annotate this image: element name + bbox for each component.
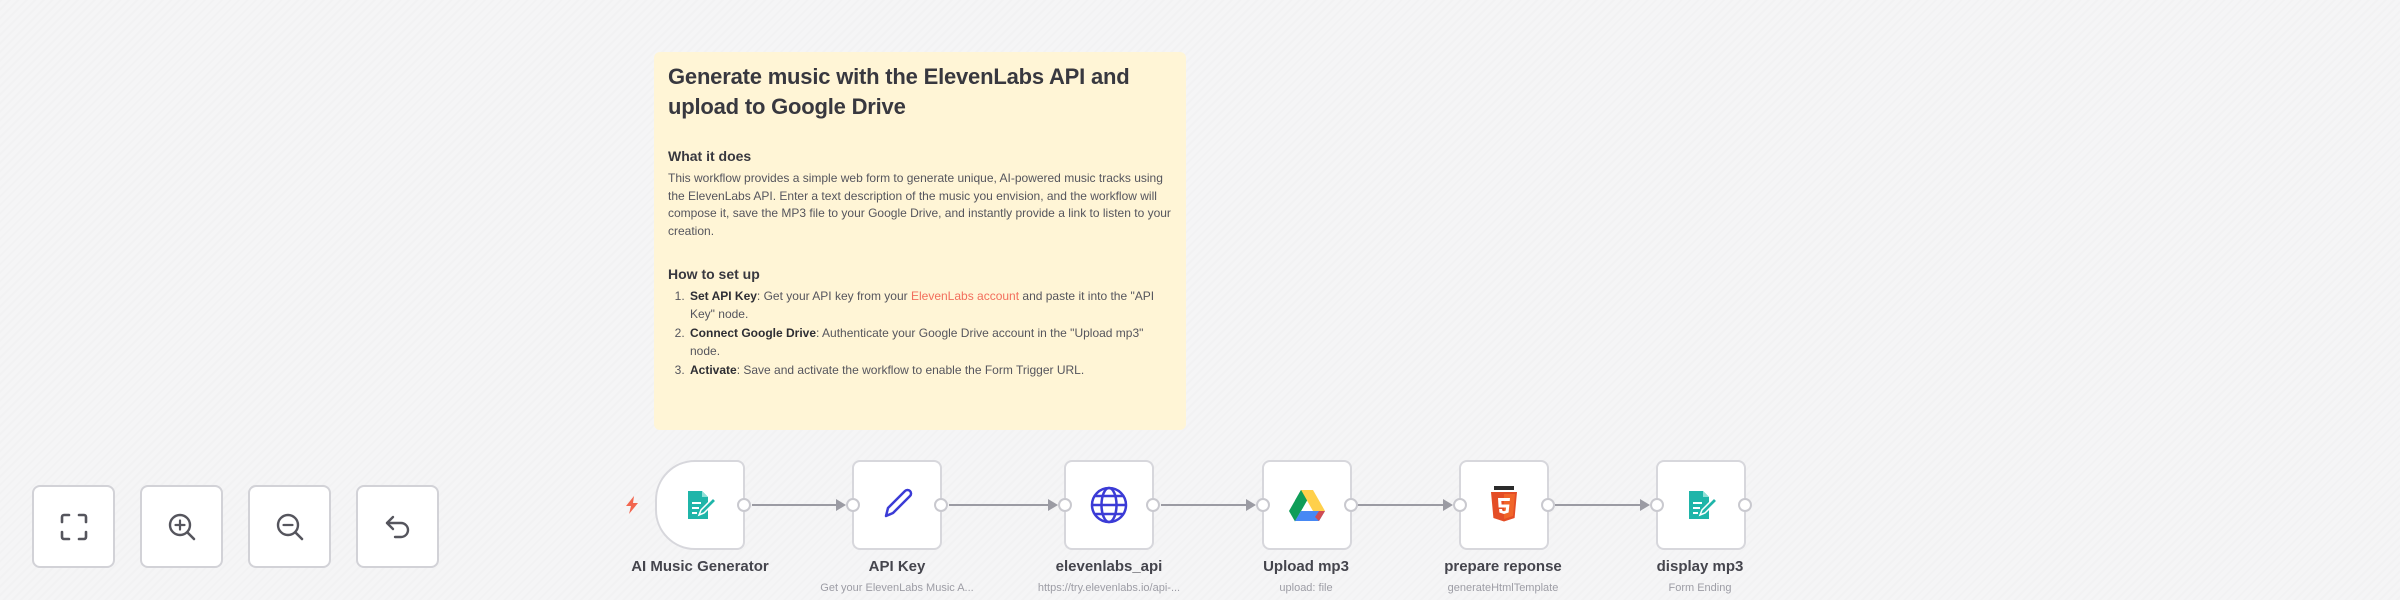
connection-line[interactable] (949, 504, 1056, 506)
zoom-in-icon (168, 513, 195, 540)
connection-line[interactable] (752, 504, 844, 506)
output-handle[interactable] (1344, 498, 1358, 512)
fullscreen-icon (60, 513, 87, 540)
setup-steps-list: Set API Key: Get your API key from your … (668, 288, 1172, 380)
form-trigger-icon (680, 485, 720, 525)
node-display-mp3[interactable] (1650, 460, 1752, 550)
zoom-in-button[interactable] (140, 485, 223, 568)
globe-icon (1089, 485, 1129, 525)
node-ai-music-generator[interactable] (655, 460, 751, 550)
node-subtitle: https://try.elevenlabs.io/api-... (1037, 582, 1181, 594)
pencil-icon (877, 485, 917, 525)
connection-arrow-icon (836, 499, 846, 511)
trigger-bolt-icon (626, 496, 638, 514)
output-handle[interactable] (934, 498, 948, 512)
node-label: API Key (868, 558, 926, 575)
step-title: Activate (690, 363, 737, 377)
node-label: Upload mp3 (1263, 558, 1349, 575)
form-icon (1681, 485, 1721, 525)
fit-view-button[interactable] (32, 485, 115, 568)
zoom-out-button[interactable] (248, 485, 331, 568)
setup-step-3: Activate: Save and activate the workflow… (688, 362, 1172, 380)
connection-arrow-icon (1443, 499, 1453, 511)
setup-step-1: Set API Key: Get your API key from your … (688, 288, 1172, 323)
step-title: Set API Key (690, 289, 757, 303)
connection-line[interactable] (1357, 504, 1451, 506)
connection-arrow-icon (1640, 499, 1650, 511)
reset-zoom-button[interactable] (356, 485, 439, 568)
input-handle[interactable] (1453, 498, 1467, 512)
sticky-note-title: Generate music with the ElevenLabs API a… (668, 64, 1130, 119)
connection-line[interactable] (1555, 504, 1648, 506)
input-handle[interactable] (1256, 498, 1270, 512)
node-upload-mp3[interactable] (1256, 460, 1358, 550)
node-label: display mp3 (1656, 558, 1744, 575)
node-subtitle: Get your ElevenLabs Music A... (820, 582, 974, 594)
google-drive-icon (1287, 485, 1327, 525)
node-prepare-reponse[interactable] (1453, 460, 1555, 550)
node-api-key[interactable] (846, 460, 948, 550)
step-text: : Save and activate the workflow to enab… (736, 363, 1085, 377)
step-text: and paste it into the "API Key" node. (690, 289, 1155, 321)
input-handle[interactable] (1650, 498, 1664, 512)
undo-icon (385, 515, 409, 538)
node-subtitle: generateHtmlTemplate (1447, 582, 1559, 594)
connection-line[interactable] (1161, 504, 1254, 506)
section-heading-how-to-set-up: How to set up (668, 266, 760, 282)
connection-arrow-icon (1048, 499, 1058, 511)
zoom-out-icon (276, 513, 303, 540)
output-handle[interactable] (737, 498, 751, 512)
step-title: Connect Google Drive (690, 326, 817, 340)
elevenlabs-account-link[interactable]: ElevenLabs account (910, 289, 1020, 303)
setup-step-2: Connect Google Drive: Authenticate your … (688, 325, 1172, 360)
node-label: prepare reponse (1444, 558, 1562, 575)
node-subtitle: Form Ending (1668, 582, 1732, 594)
output-handle[interactable] (1146, 498, 1160, 512)
node-label: elevenlabs_api (1055, 558, 1163, 575)
node-subtitle: upload: file (1279, 582, 1333, 594)
connection-arrow-icon (1246, 499, 1256, 511)
node-elevenlabs-api[interactable] (1058, 460, 1160, 550)
step-text: : Authenticate your Google Drive account… (690, 326, 1144, 358)
node-label: AI Music Generator (631, 558, 769, 575)
input-handle[interactable] (846, 498, 860, 512)
step-text: : Get your API key from your (756, 289, 911, 303)
html5-icon (1484, 485, 1524, 525)
output-handle[interactable] (1541, 498, 1555, 512)
sticky-note[interactable]: Generate music with the ElevenLabs API a… (654, 52, 1186, 430)
section-body-what-it-does: This workflow provides a simple web form… (668, 171, 1171, 238)
output-handle[interactable] (1738, 498, 1752, 512)
input-handle[interactable] (1058, 498, 1072, 512)
section-heading-what-it-does: What it does (668, 148, 752, 164)
